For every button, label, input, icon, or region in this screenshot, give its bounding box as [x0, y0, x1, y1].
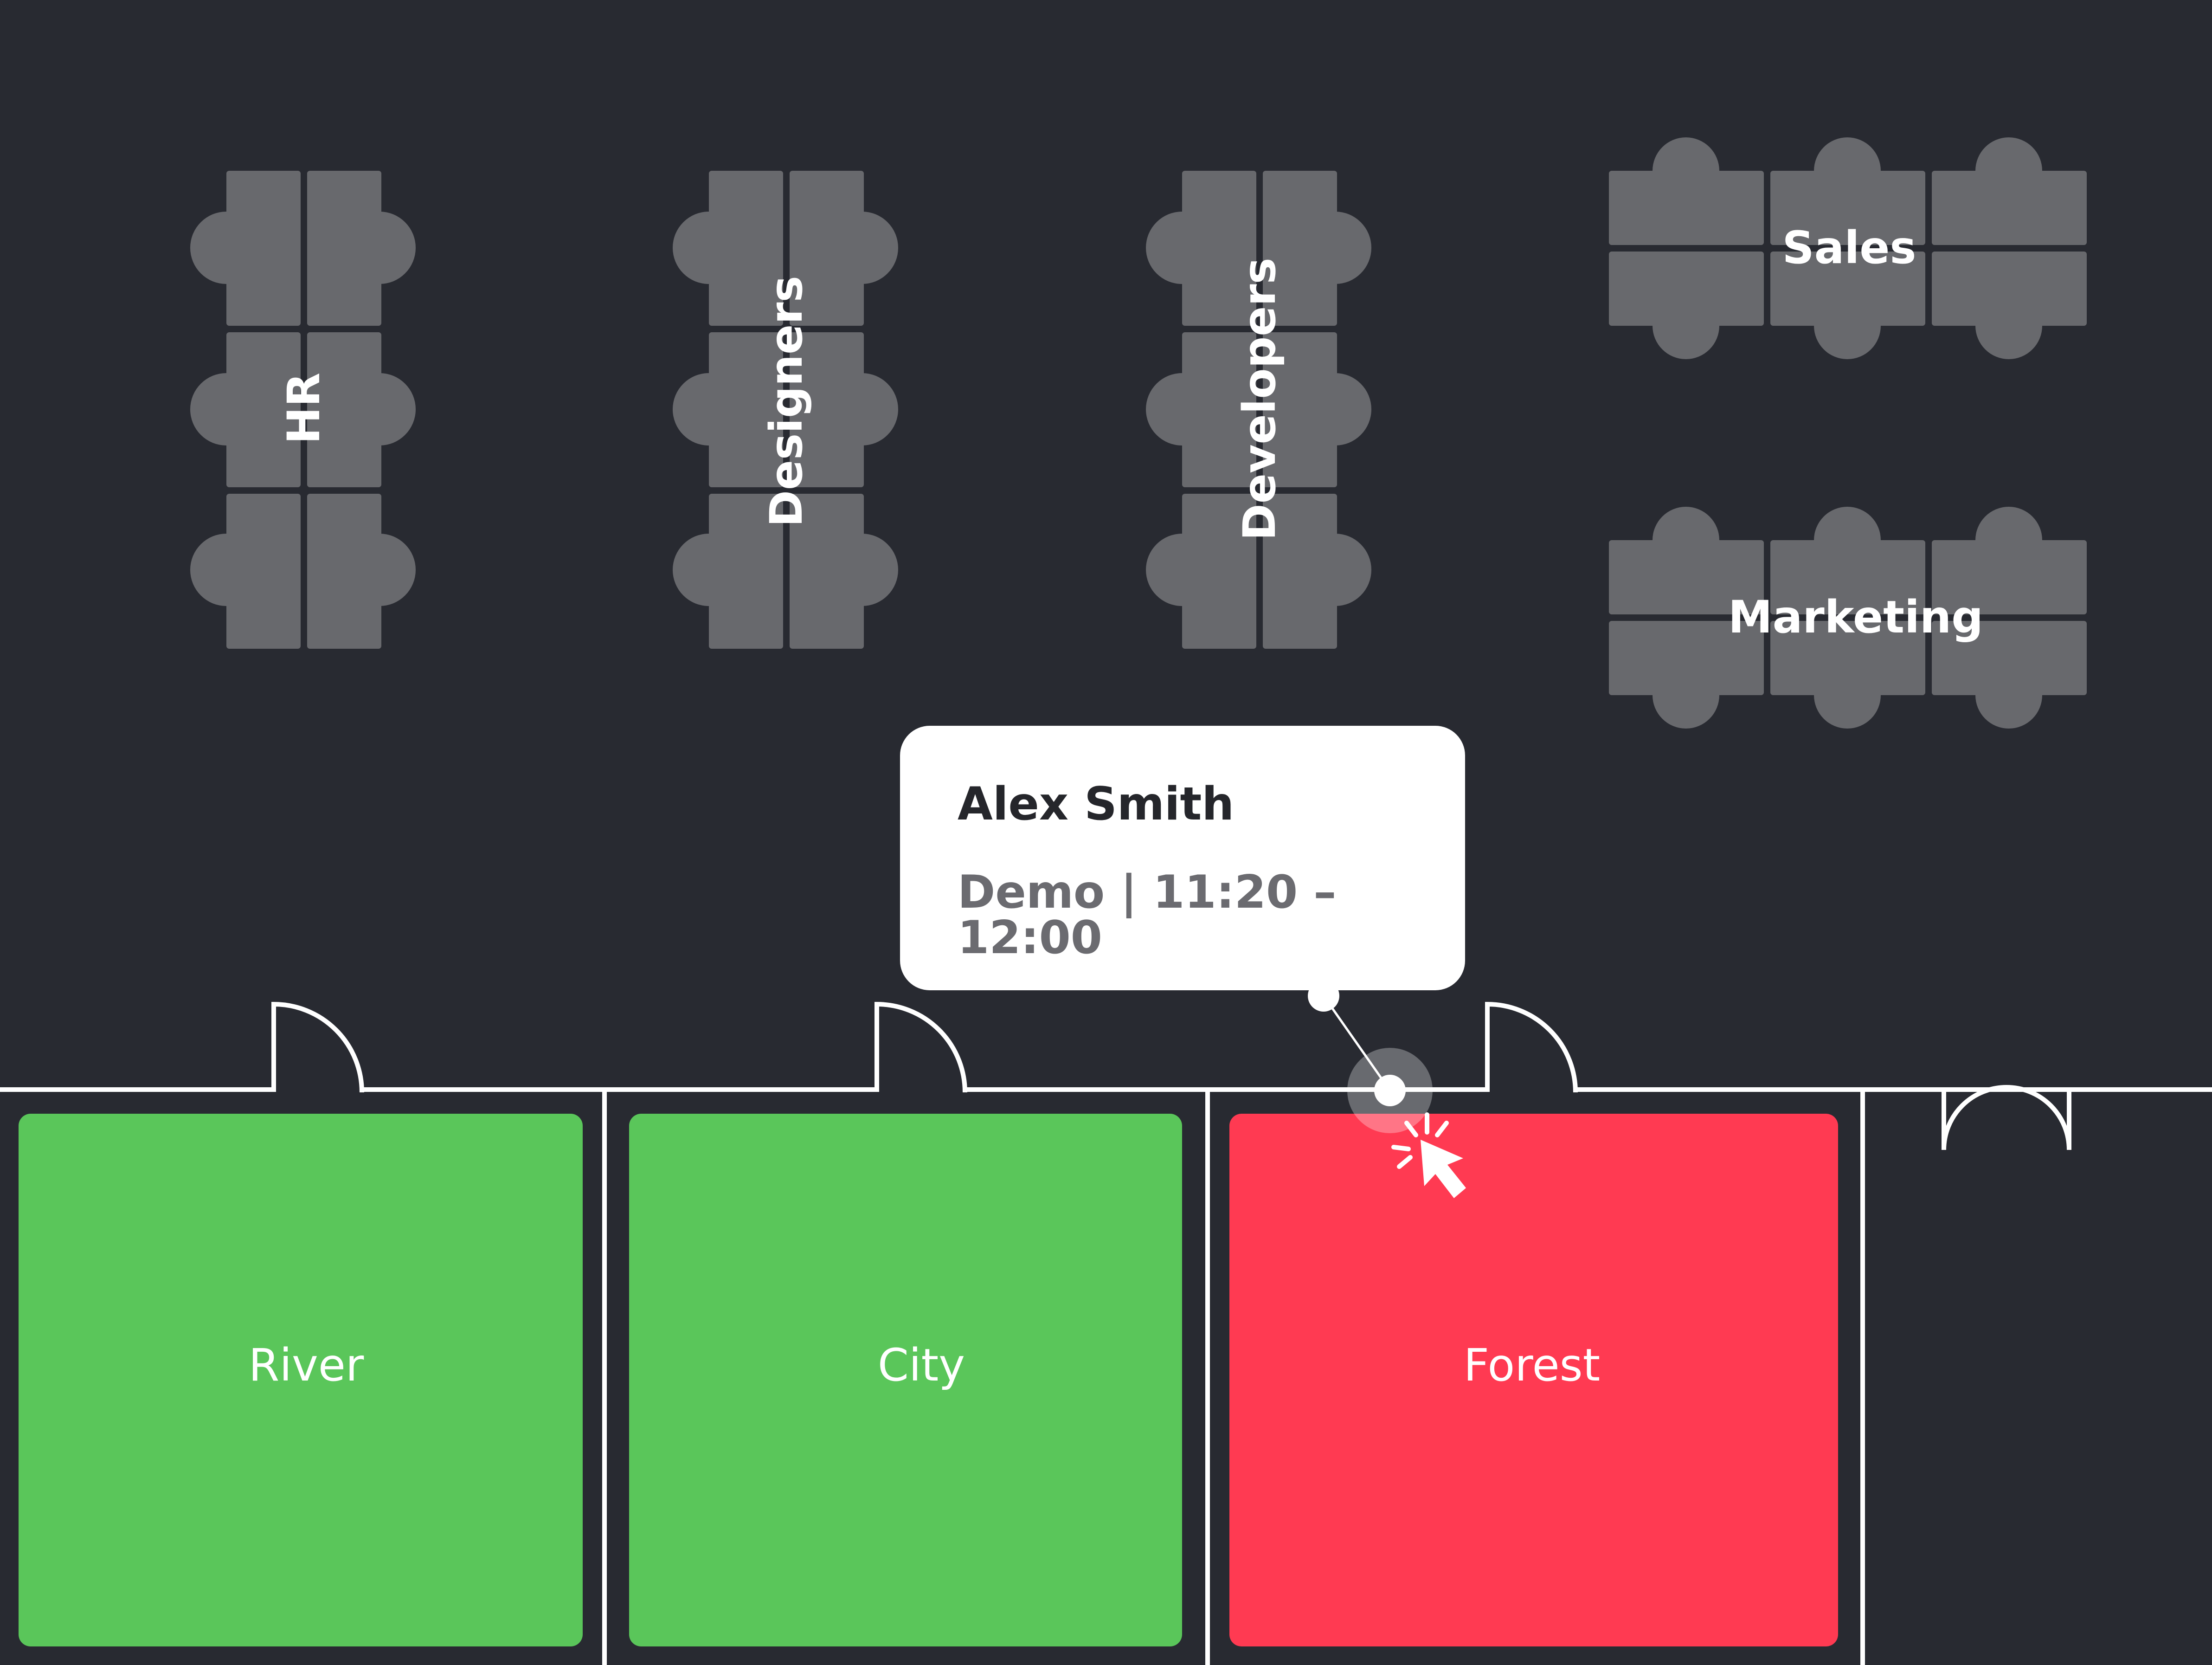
room-forest[interactable]: Forest [1229, 1114, 1838, 1646]
desk-cluster-marketing[interactable]: Marketing [1609, 507, 2087, 729]
room-label: Forest [1464, 1339, 1601, 1391]
room-river-tile[interactable] [19, 1114, 583, 1646]
team-label-hr: HR [278, 373, 330, 444]
room-city-tile[interactable] [629, 1114, 1182, 1646]
team-label-marketing: Marketing [1728, 591, 1983, 643]
tooltip-booking-detail: Demo | 11:20 – 12:00 [958, 866, 1337, 964]
double-door [1942, 1084, 2071, 1150]
tooltip-person-name: Alex Smith [958, 778, 1235, 831]
desk-cluster-designers[interactable]: Designers [673, 171, 898, 649]
room-city[interactable]: City [629, 1114, 1182, 1646]
room-forest-tile[interactable] [1229, 1114, 1838, 1646]
room-label: City [878, 1339, 965, 1391]
walls [0, 1001, 2212, 1665]
booking-marker[interactable] [1347, 1048, 1433, 1133]
team-label-developers: Developers [1234, 258, 1286, 541]
desk-cluster-sales[interactable]: Sales [1609, 137, 2087, 359]
booking-tooltip: Alex Smith Demo | 11:20 – 12:00 [900, 726, 1465, 990]
team-label-designers: Designers [760, 276, 812, 527]
room-label: River [249, 1339, 364, 1391]
team-label-sales: Sales [1782, 222, 1916, 274]
cursor-click-icon [1391, 1112, 1466, 1198]
desk-cluster-developers[interactable]: Developers [1146, 171, 1371, 649]
desk-cluster-hr[interactable]: HR [190, 171, 416, 649]
room-river[interactable]: River [19, 1114, 583, 1646]
